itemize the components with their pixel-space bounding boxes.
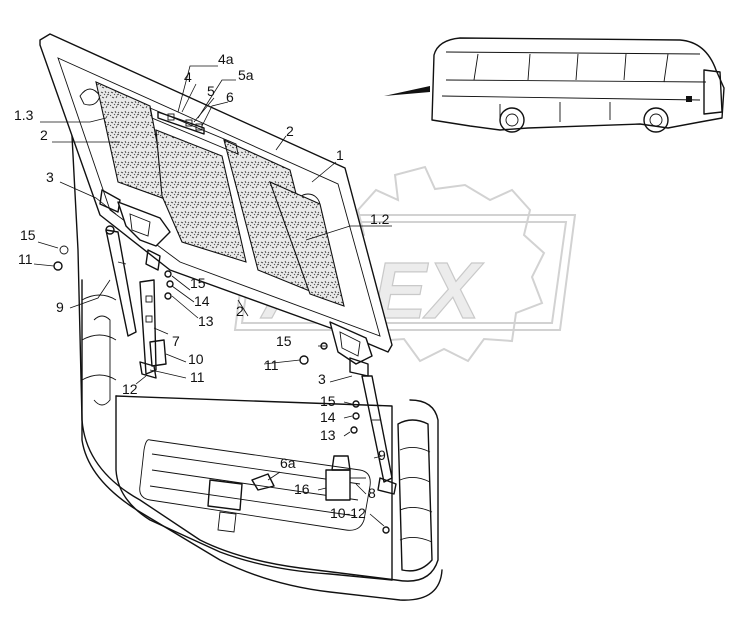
label-2-bottom: 2	[236, 303, 244, 319]
label-3-left: 3	[46, 169, 54, 185]
label-10-12: 10-12	[330, 505, 366, 521]
label-7: 7	[172, 333, 180, 349]
label-14-a: 14	[194, 293, 210, 309]
label-10: 10	[188, 351, 204, 367]
label-4: 4	[184, 69, 192, 85]
label-1-3: 1.3	[14, 107, 34, 123]
label-5: 5	[207, 83, 215, 99]
label-13-b: 13	[320, 427, 336, 443]
label-3-right: 3	[318, 371, 326, 387]
label-14-b: 14	[320, 409, 336, 425]
label-15-d: 15	[320, 393, 336, 409]
label-8: 8	[368, 485, 376, 501]
lock-actuator	[325, 455, 366, 501]
gas-strut-right	[361, 375, 397, 495]
label-2-left: 2	[40, 127, 48, 143]
label-11-b: 11	[190, 369, 205, 385]
label-12: 12	[122, 381, 138, 397]
label-1: 1	[336, 147, 344, 163]
label-5a: 5a	[238, 67, 254, 83]
label-1-2: 1.2	[370, 211, 390, 227]
label-9-right: 9	[378, 447, 386, 463]
fasteners	[53, 245, 390, 534]
label-15-a: 15	[20, 227, 36, 243]
bus-rear-frame	[67, 59, 443, 601]
label-6: 6	[226, 89, 234, 105]
label-15-b: 15	[190, 275, 206, 291]
label-15-c: 15	[276, 333, 292, 349]
label-6a: 6a	[280, 455, 296, 471]
part-labels: 4a 4 5a 5 6 1.3 2 2 1 3 1.2 15 11 15 14 …	[14, 51, 390, 521]
hinge-left	[117, 201, 171, 271]
hinge-right	[329, 321, 373, 377]
label-11-a: 11	[18, 251, 33, 267]
gas-strut-left	[105, 225, 137, 337]
label-11-c: 11	[264, 357, 279, 373]
bus-thumbnail	[384, 37, 725, 133]
label-16: 16	[294, 481, 310, 497]
leader-lines	[33, 65, 392, 527]
arrow-icon	[384, 86, 430, 96]
label-4a: 4a	[218, 51, 234, 67]
lock-latch	[251, 473, 275, 491]
label-9-left: 9	[56, 299, 64, 315]
label-13-a: 13	[198, 313, 214, 329]
label-2-right: 2	[286, 123, 294, 139]
bracket-left	[139, 279, 167, 379]
engine-lid	[39, 33, 393, 353]
